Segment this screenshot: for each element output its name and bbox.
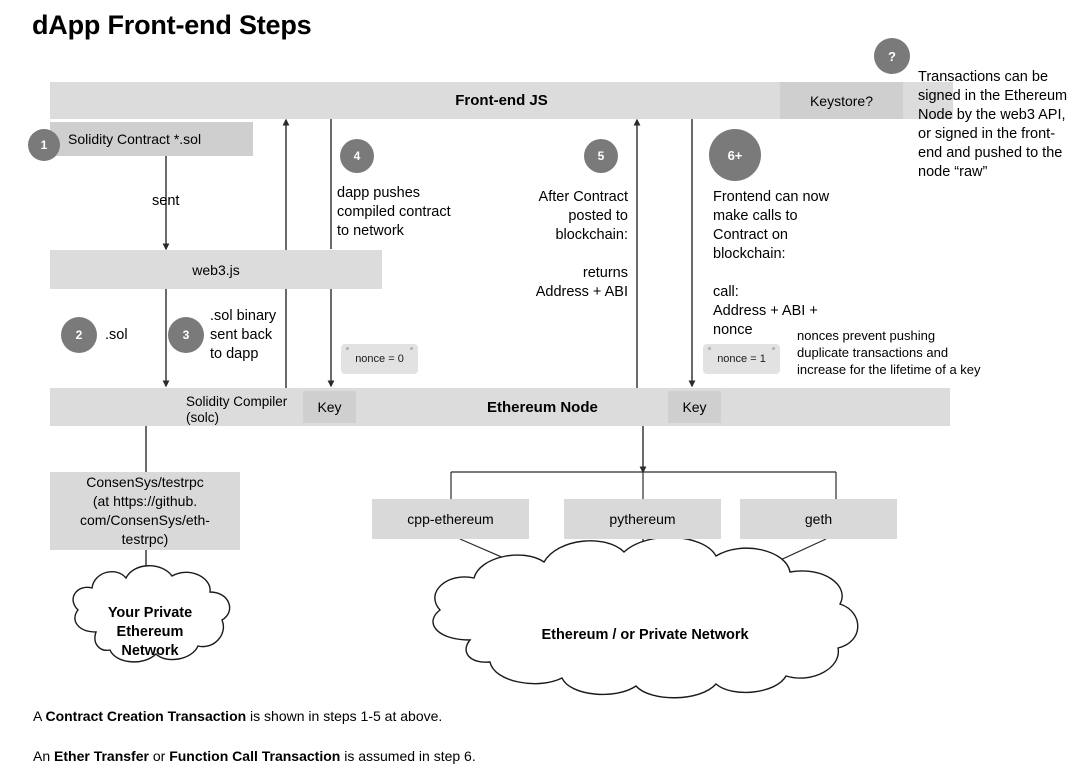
nonce-one-label: nonce = 1 xyxy=(717,353,766,365)
step-5-badge: 5 xyxy=(584,139,618,173)
lane-ethereum-node: Solidity Compiler (solc) Ethereum Node xyxy=(50,388,950,426)
key-right-label: Key xyxy=(682,399,707,415)
keystore-box[interactable]: Keystore? xyxy=(780,82,903,119)
annotation-frontend-calls: Frontend can now make calls to Contract … xyxy=(713,189,830,338)
testrpc-box[interactable]: ConsenSys/testrpc (at https://github. co… xyxy=(50,472,240,550)
lane-web3js: web3.js xyxy=(50,250,382,289)
step-3-badge: 3 xyxy=(168,317,204,353)
cpp-ethereum-label: cpp-ethereum xyxy=(407,510,494,527)
geth-label: geth xyxy=(804,510,833,527)
geth-box[interactable]: geth xyxy=(740,499,897,539)
annotation-sol-binary: .sol binary sent back to dapp xyxy=(210,308,277,362)
solidity-contract-box[interactable]: Solidity Contract *.sol xyxy=(50,122,253,156)
key-box-left[interactable]: Key xyxy=(303,391,356,423)
key-left-label: Key xyxy=(317,399,342,415)
keystore-label: Keystore? xyxy=(809,92,874,109)
step-1-badge: 1 xyxy=(28,129,60,161)
private-network-cloud-label: Your Private Ethereum Network xyxy=(107,605,193,659)
nonce-one-note: nonce = 1 xyxy=(703,344,780,374)
step-4-badge: 4 xyxy=(340,139,374,173)
footer-note-1: A Contract Creation Transaction is shown… xyxy=(33,708,443,724)
annotation-keystore-note: Transactions can be signed in the Ethere… xyxy=(918,69,1068,180)
key-box-right[interactable]: Key xyxy=(668,391,721,423)
nonce-zero-note: nonce = 0 xyxy=(341,344,418,374)
annotation-sent: sent xyxy=(152,193,180,209)
lane-web3js-label: web3.js xyxy=(192,261,240,278)
public-network-cloud-label: Ethereum / or Private Network xyxy=(541,627,749,643)
nonce-zero-label: nonce = 0 xyxy=(355,353,404,365)
lane-frontend-js-label: Front-end JS xyxy=(455,92,548,109)
step-6-badge: 6+ xyxy=(709,129,761,181)
solidity-contract-label: Solidity Contract *.sol xyxy=(68,131,202,147)
footer-note-2: An Ether Transfer or Function Call Trans… xyxy=(33,748,476,764)
annotation-dot-sol: .sol xyxy=(105,327,128,343)
pythereum-label: pythereum xyxy=(609,510,676,527)
annotation-dapp-pushes: dapp pushes compiled contract to network xyxy=(337,185,451,239)
solidity-compiler-label: Solidity Compiler (solc) xyxy=(186,394,288,425)
cpp-ethereum-box[interactable]: cpp-ethereum xyxy=(372,499,529,539)
ethereum-node-label: Ethereum Node xyxy=(487,399,598,416)
page-title: dApp Front-end Steps xyxy=(32,10,312,40)
step-2-badge: 2 xyxy=(61,317,97,353)
annotation-nonce-note: nonces prevent pushing duplicate transac… xyxy=(797,328,981,377)
step-question-badge: ? xyxy=(874,38,910,74)
pythereum-box[interactable]: pythereum xyxy=(564,499,721,539)
annotation-after-contract: After Contract posted to blockchain: ret… xyxy=(535,189,628,300)
